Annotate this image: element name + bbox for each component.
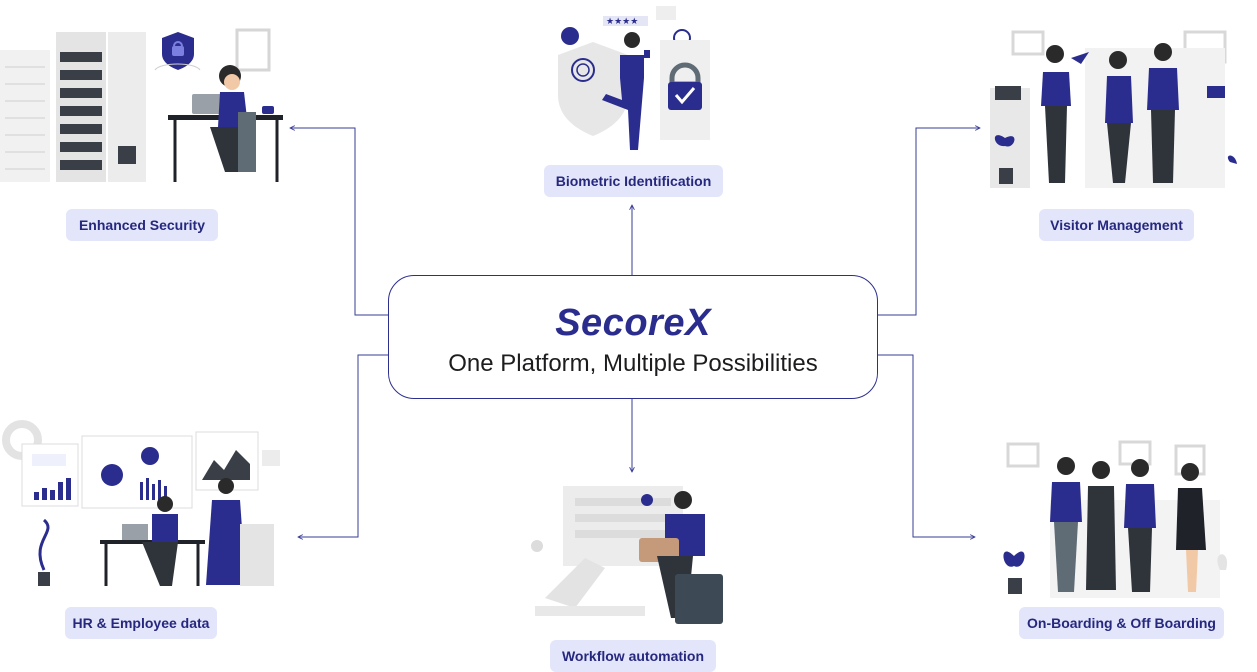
feature-enhanced-security: Enhanced Security [66, 209, 218, 241]
feature-visitor-management: Visitor Management [1039, 209, 1194, 241]
visitor-team-illustration [990, 30, 1237, 188]
center-platform-box: SecoreX One Platform, Multiple Possibili… [388, 275, 878, 399]
svg-text:★★★★: ★★★★ [606, 17, 638, 27]
feature-onboarding-offboarding: On-Boarding & Off Boarding [1019, 607, 1224, 639]
feature-biometric-identification: Biometric Identification [544, 165, 723, 197]
connector-onboarding [878, 354, 975, 537]
feature-hr-employee-data: HR & Employee data [65, 607, 217, 639]
workflow-robot-illustration [531, 486, 723, 624]
brand-title: SecoreX [555, 302, 711, 344]
connector-visitor [878, 128, 980, 316]
biometric-fingerprint-illustration: ★★★★ [558, 6, 710, 150]
hr-analytics-illustration [2, 420, 280, 586]
onboarding-team-illustration [1003, 440, 1228, 598]
feature-workflow-automation: Workflow automation [550, 640, 716, 672]
connector-hr [298, 354, 388, 537]
connector-enhanced-security [290, 128, 388, 316]
platform-tagline: One Platform, Multiple Possibilities [448, 350, 818, 377]
server-room-security-illustration [0, 28, 283, 182]
